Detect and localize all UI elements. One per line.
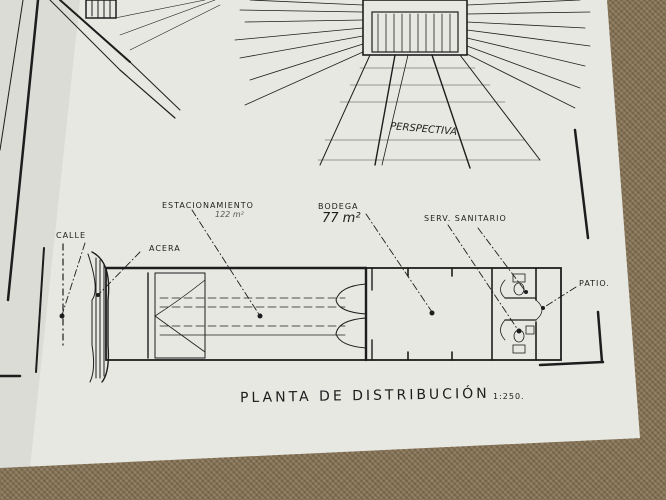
patio-label: PATIO. bbox=[579, 279, 610, 288]
frame-corner-right-v bbox=[596, 310, 604, 364]
serv-sanitario-label: SERV. SANITARIO bbox=[424, 214, 507, 223]
perspective-drawing bbox=[234, 0, 591, 169]
acera-label: ACERA bbox=[149, 244, 181, 253]
plan-scale: 1:250. bbox=[493, 392, 525, 401]
estacionamiento-label: ESTACIONAMIENTO bbox=[162, 201, 254, 210]
bodega-label: BODEGA bbox=[318, 202, 359, 211]
leader-dots bbox=[59, 290, 545, 334]
leader-lines bbox=[61, 209, 577, 331]
frame-corner-right-h bbox=[538, 360, 605, 367]
acera bbox=[87, 251, 110, 383]
bodega-area: 77 m² bbox=[322, 211, 361, 226]
paper bbox=[0, 0, 640, 468]
sheet-border-left-thin bbox=[0, 0, 24, 151]
paper-shadow bbox=[0, 0, 80, 468]
calle-edge bbox=[35, 247, 45, 373]
frame-line-right bbox=[573, 128, 590, 240]
calle-label: CALLE bbox=[56, 231, 87, 240]
top-left-perspective bbox=[49, 0, 221, 119]
sheet-border-left bbox=[6, 0, 40, 302]
estacionamiento-area: 122 m² bbox=[215, 210, 244, 219]
